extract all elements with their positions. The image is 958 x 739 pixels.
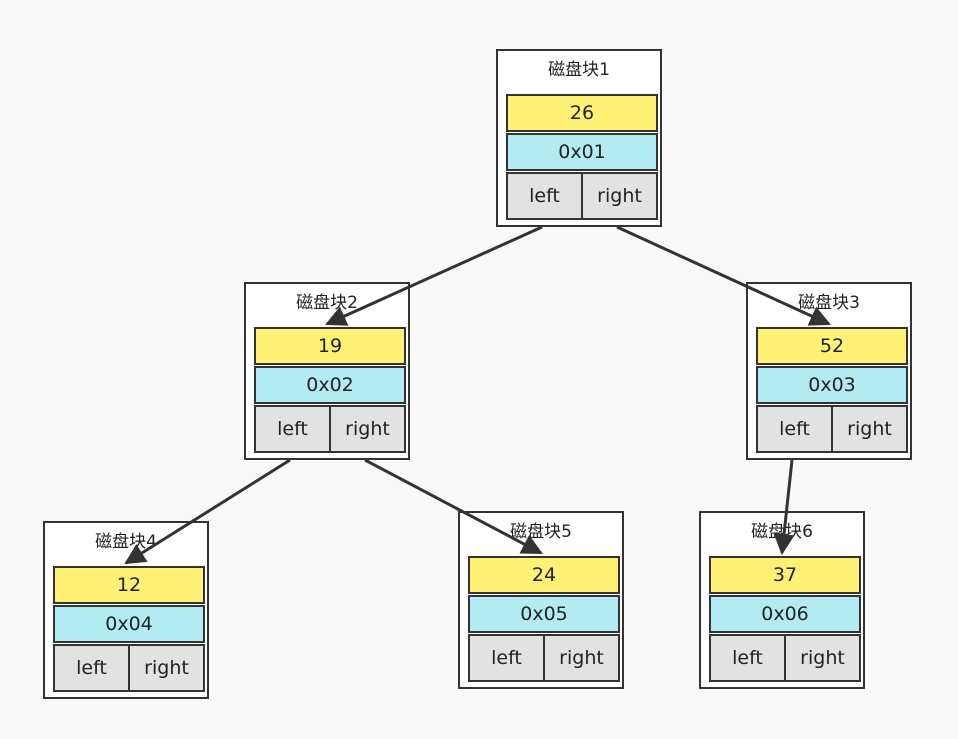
disk-block-title: 磁盘块1 — [548, 60, 610, 80]
left-pointer-cell: left — [709, 634, 786, 682]
address-cell: 0x03 — [756, 366, 908, 404]
left-pointer-cell: left — [468, 634, 545, 682]
key-cell: 52 — [756, 327, 908, 365]
left-pointer-cell: left — [53, 644, 130, 692]
disk-block-title: 磁盘块2 — [296, 293, 358, 313]
address-cell: 0x04 — [53, 605, 205, 643]
key-cell: 19 — [254, 327, 406, 365]
address-cell: 0x05 — [468, 595, 620, 633]
right-pointer-cell: right — [329, 405, 406, 453]
disk-block-title: 磁盘块6 — [751, 522, 813, 542]
right-pointer-cell: right — [831, 405, 908, 453]
right-pointer-cell: right — [128, 644, 205, 692]
left-pointer-cell: left — [506, 172, 583, 220]
address-cell: 0x02 — [254, 366, 406, 404]
right-pointer-cell: right — [581, 172, 658, 220]
left-pointer-cell: left — [254, 405, 331, 453]
key-cell: 37 — [709, 556, 861, 594]
address-cell: 0x01 — [506, 133, 658, 171]
key-cell: 12 — [53, 566, 205, 604]
right-pointer-cell: right — [784, 634, 861, 682]
right-pointer-cell: right — [543, 634, 620, 682]
key-cell: 24 — [468, 556, 620, 594]
disk-block-title: 磁盘块4 — [95, 532, 157, 552]
address-cell: 0x06 — [709, 595, 861, 633]
disk-block-title: 磁盘块3 — [798, 293, 860, 313]
key-cell: 26 — [506, 94, 658, 132]
left-pointer-cell: left — [756, 405, 833, 453]
disk-block-title: 磁盘块5 — [510, 522, 572, 542]
